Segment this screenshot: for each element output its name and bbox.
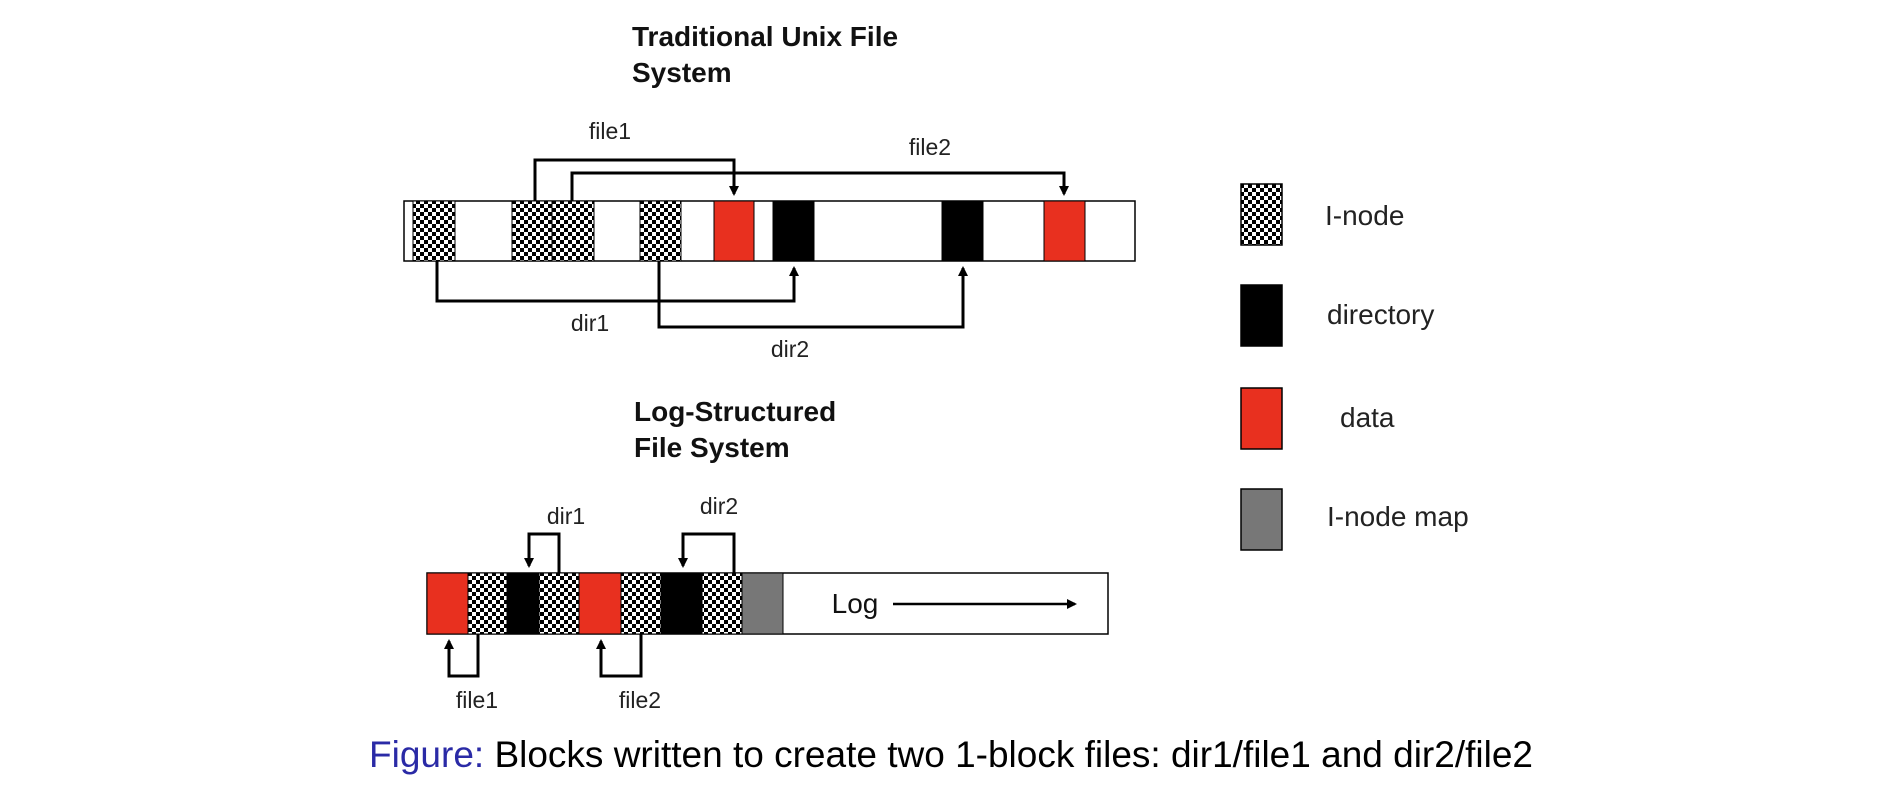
caption-text: Blocks written to create two 1-block fil… — [484, 734, 1533, 775]
dir1-pointer — [435, 261, 799, 303]
lfs-labels: dir1 dir2 file1 file2 Log — [456, 493, 878, 713]
traditional-file1-label: file1 — [589, 118, 631, 144]
legend-directory-label: directory — [1327, 299, 1435, 330]
lfs-inode-map-block — [741, 572, 784, 635]
legend-data-swatch — [1240, 387, 1283, 450]
traditional-dir2-label: dir2 — [771, 336, 809, 362]
lfs-dir2-label: dir2 — [700, 493, 738, 519]
lfs-file2-label: file2 — [619, 687, 661, 713]
figure-caption: Figure: Blocks written to create two 1-b… — [0, 733, 1902, 777]
traditional-file2-label: file2 — [909, 134, 951, 160]
traditional-title: Traditional Unix File System — [632, 19, 898, 91]
lfs-file1-pointer — [444, 634, 480, 678]
traditional-inode-block-2 — [511, 200, 553, 262]
lfs-inode-block-1 — [467, 572, 508, 635]
file2-pointer — [570, 171, 1069, 201]
lfs-file1-label: file1 — [456, 687, 498, 713]
dir2-pointer — [657, 261, 968, 329]
traditional-inode-block-3 — [551, 200, 595, 262]
lfs-inode-block-3 — [620, 572, 662, 635]
traditional-title-line-1: Traditional Unix File — [632, 21, 899, 52]
lfs-data-block-2 — [578, 572, 622, 635]
lfs-dir2-pointer — [678, 532, 736, 573]
lfs-inode-block-4 — [701, 572, 743, 635]
traditional-data-block-1 — [713, 200, 755, 262]
traditional-labels: file1 file2 dir1 dir2 — [571, 118, 951, 362]
traditional-disk — [403, 200, 1136, 262]
lfs-title: Log-Structured File System — [634, 394, 836, 466]
traditional-inode-block-1 — [412, 200, 456, 262]
legend-inode-swatch — [1240, 183, 1283, 246]
legend-inode-map-label: I-node map — [1327, 501, 1469, 532]
lfs-pointers — [444, 532, 1077, 678]
legend-inode-map-swatch — [1240, 488, 1283, 551]
legend-directory-swatch — [1240, 284, 1283, 347]
traditional-directory-block-2 — [941, 200, 984, 262]
legend-data-label: data — [1340, 402, 1395, 433]
traditional-pointers — [435, 158, 1069, 329]
lfs-dir1-pointer — [524, 532, 561, 573]
lfs-directory-block-1 — [506, 572, 540, 635]
lfs-title-line-1: Log-Structured — [634, 396, 837, 427]
file1-pointer — [533, 158, 739, 201]
lfs-log-label: Log — [832, 588, 879, 619]
legend-inode-label: I-node — [1325, 200, 1405, 231]
lfs-data-block-1 — [426, 572, 469, 635]
lfs-dir1-label: dir1 — [547, 503, 585, 529]
traditional-inode-block-4 — [639, 200, 682, 262]
traditional-title-line-2: System — [632, 57, 732, 88]
legend-swatches — [1240, 183, 1283, 551]
traditional-dir1-label: dir1 — [571, 310, 609, 336]
lfs-file2-pointer — [596, 634, 643, 678]
lfs-inode-block-2 — [538, 572, 580, 635]
lfs-title-line-2: File System — [634, 432, 790, 463]
lfs-directory-block-2 — [660, 572, 703, 635]
caption-prefix: Figure: — [369, 734, 485, 775]
traditional-data-block-2 — [1043, 200, 1086, 262]
traditional-directory-block-1 — [772, 200, 815, 262]
